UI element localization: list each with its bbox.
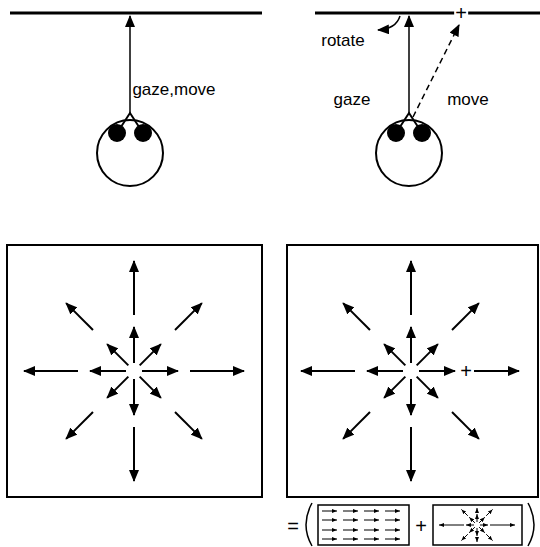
flow-arrow xyxy=(461,509,467,515)
flow-arrow xyxy=(322,539,337,540)
flow-arrow xyxy=(417,377,438,398)
flow-arrow xyxy=(343,511,358,512)
flow-arrow xyxy=(477,514,478,522)
flow-arrow xyxy=(301,370,355,372)
flow-arrow xyxy=(477,538,478,542)
flow-arrow xyxy=(343,520,358,521)
parenthesis xyxy=(528,503,534,546)
flow-arrow xyxy=(385,539,400,540)
flow-arrow xyxy=(385,511,400,512)
parenthesis xyxy=(306,503,312,546)
flow-arrow xyxy=(477,508,478,512)
flow-arrow xyxy=(140,377,161,398)
flow-arrow xyxy=(66,303,93,330)
flow-box-small xyxy=(433,505,522,545)
flow-arrow xyxy=(343,303,370,330)
flow-arrow xyxy=(175,303,202,330)
flow-arrow xyxy=(474,370,519,372)
flow-arrow xyxy=(452,412,479,439)
flow-arrow xyxy=(384,377,405,398)
focus-mark: + xyxy=(459,361,473,381)
flow-arrow xyxy=(417,344,438,365)
plus-sign: + xyxy=(414,516,428,536)
eye xyxy=(387,124,405,142)
flow-arrow xyxy=(384,344,405,365)
flow-arrow xyxy=(452,303,479,330)
flow-arrow xyxy=(133,327,135,363)
flow-arrow xyxy=(190,370,244,372)
gaze-label: gaze xyxy=(334,91,371,108)
flow-arrow xyxy=(133,261,135,315)
flow-arrow xyxy=(490,525,515,526)
flow-arrow xyxy=(410,327,412,363)
flow-arrow xyxy=(322,530,337,531)
flow-arrow xyxy=(175,412,202,439)
flow-arrow xyxy=(343,412,370,439)
flow-box-small xyxy=(318,505,409,545)
flow-arrow xyxy=(486,534,492,540)
flow-arrow xyxy=(24,370,78,372)
gaze-arrow xyxy=(408,16,410,113)
flow-arrow xyxy=(364,511,379,512)
flow-arrow xyxy=(469,517,475,523)
flow-arrow xyxy=(410,427,412,481)
rotate-label: rotate xyxy=(321,32,364,49)
head-outline xyxy=(376,120,442,186)
flow-box xyxy=(7,245,262,497)
flow-arrow xyxy=(322,520,337,521)
eye xyxy=(413,124,431,142)
flow-arrow xyxy=(66,412,93,439)
wall-line xyxy=(315,12,540,15)
flow-arrow xyxy=(439,525,464,526)
flow-arrow xyxy=(385,530,400,531)
flow-arrow xyxy=(107,377,128,398)
flow-arrow xyxy=(343,530,358,531)
flow-arrow xyxy=(133,427,135,481)
flow-arrow xyxy=(410,379,412,415)
flow-arrow xyxy=(477,528,478,536)
flow-arrow xyxy=(364,530,379,531)
flow-arrow xyxy=(466,525,474,526)
flow-arrow xyxy=(364,520,379,521)
rotate-arrow xyxy=(378,16,400,30)
flow-arrow xyxy=(364,539,379,540)
eye xyxy=(134,124,152,142)
flow-arrow xyxy=(461,534,467,540)
move-label: move xyxy=(447,91,489,108)
flow-arrow xyxy=(107,344,128,365)
flow-arrow xyxy=(480,525,488,526)
wall-line xyxy=(10,12,262,15)
flow-arrow xyxy=(469,527,475,533)
eye xyxy=(108,124,126,142)
target-mark: + xyxy=(454,3,468,23)
flow-box xyxy=(287,245,538,497)
flow-arrow xyxy=(140,344,161,365)
gaze-arrow xyxy=(129,16,131,113)
flow-arrow xyxy=(90,370,126,372)
flow-arrow xyxy=(367,370,403,372)
flow-arrow xyxy=(410,261,412,315)
gaze-move-label: gaze,move xyxy=(132,81,215,98)
flow-arrow xyxy=(419,370,455,372)
flow-arrow xyxy=(343,539,358,540)
flow-arrow xyxy=(322,511,337,512)
flow-arrow xyxy=(486,509,492,515)
flow-arrow xyxy=(479,527,485,533)
flow-arrow xyxy=(142,370,178,372)
flow-arrow xyxy=(133,379,135,415)
head-outline xyxy=(97,120,163,186)
flow-arrow xyxy=(385,520,400,521)
equals-sign: = xyxy=(286,516,300,536)
flow-arrow xyxy=(479,517,485,523)
